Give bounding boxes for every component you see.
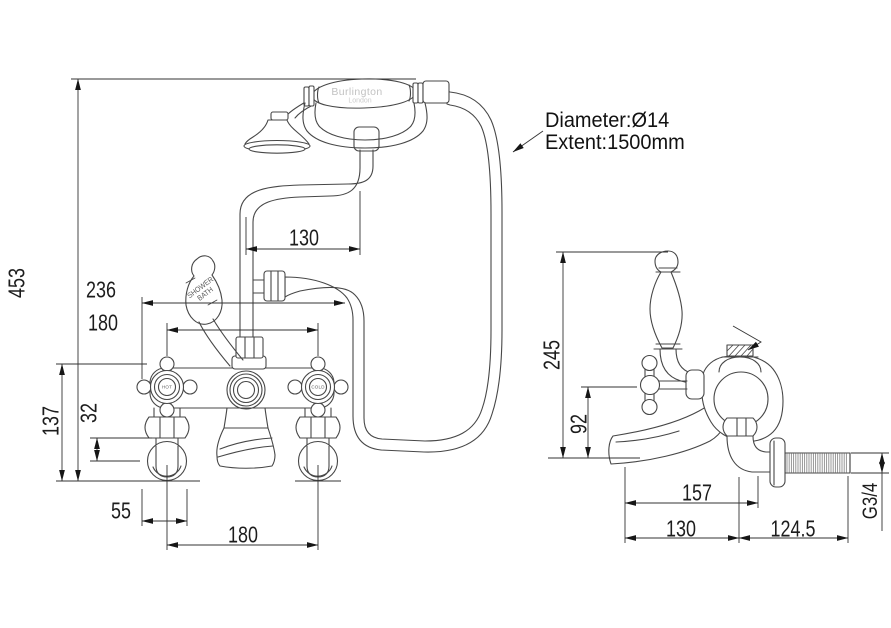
dim-handle-height-label: 92 <box>565 414 592 434</box>
hot-indicator: HOT <box>161 384 173 390</box>
dim-flange-width-label: 55 <box>111 497 131 524</box>
hose-outlet-nut <box>263 270 286 302</box>
handset-brand-sub-label: London <box>348 97 372 105</box>
dim-body-height-label: 137 <box>37 406 64 436</box>
dim-cradle-offset-label: 130 <box>289 224 319 251</box>
front-spout-bell <box>216 427 276 469</box>
dim-thread-size-label: G3/4 <box>859 482 882 520</box>
handset-brand-label: Burlington <box>331 86 383 98</box>
dim-overall-height-label: 453 <box>3 268 30 298</box>
dim-inlet-offset-label: 32 <box>75 403 102 423</box>
side-nut <box>722 417 758 437</box>
dim-spout-to-inlet-label: 157 <box>682 479 712 506</box>
front-view <box>136 78 503 482</box>
riser-nut <box>235 336 264 359</box>
diverter-boss <box>226 370 266 410</box>
side-spout <box>608 395 725 465</box>
valve-assembly <box>136 356 198 482</box>
extent-note: Extent:1500mm <box>545 131 685 154</box>
dim-height-above-spout-label: 245 <box>538 340 565 370</box>
dim-inlet-length-label: 124.5 <box>770 515 816 542</box>
dimension-lines <box>56 78 889 550</box>
hose-outlet-arm <box>252 279 266 294</box>
inlet-elbow <box>726 435 776 473</box>
side-view <box>608 250 851 488</box>
dim-inlet-centers-label: 180 <box>228 521 258 548</box>
front-spout-neck <box>223 407 269 429</box>
dim-depth-to-hose-label: 236 <box>86 276 116 303</box>
diverter-lever <box>185 255 223 325</box>
rose-face <box>248 144 306 154</box>
diameter-note: Diameter:Ø14 <box>545 109 670 132</box>
rose-nut <box>270 111 289 121</box>
rose-bell <box>244 119 310 145</box>
shower-hose <box>284 90 503 453</box>
handset-cradle <box>302 102 428 149</box>
dim-handle-centers-top-label: 180 <box>88 309 118 336</box>
riser-pipe <box>239 149 374 341</box>
side-lever <box>649 250 683 349</box>
wall-flange <box>769 437 786 488</box>
dim-spout-reach-label: 130 <box>666 515 696 542</box>
cold-indicator: COLD <box>311 384 325 390</box>
hose-connector <box>422 80 450 104</box>
side-bonnet <box>685 369 705 400</box>
